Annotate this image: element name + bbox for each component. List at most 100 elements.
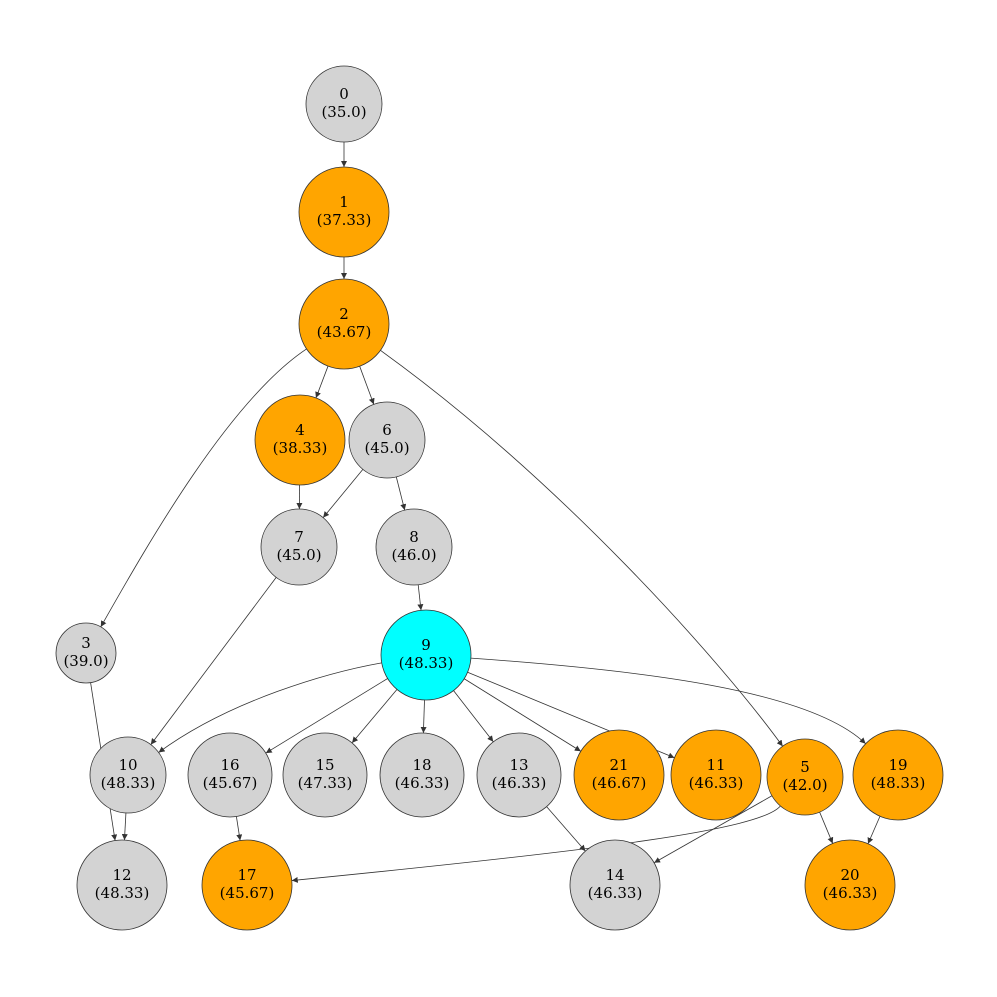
node-8[interactable]: 8(46.0) [375,508,453,586]
node-3[interactable]: 3(39.0) [55,622,117,684]
node-0[interactable]: 0(35.0) [305,65,383,143]
node-11-circle [670,729,762,821]
node-21[interactable]: 21(46.67) [573,729,665,821]
node-10-value: (48.33) [101,774,156,792]
node-13[interactable]: 13(46.33) [476,732,562,818]
node-1-value: (37.33) [317,211,372,229]
node-4-id: 4 [295,421,305,439]
edge-9-to-19 [470,657,866,745]
edge-10-to-12 [121,812,128,841]
node-10-circle [89,736,167,814]
node-6[interactable]: 6(45.0) [348,401,426,479]
node-13-value: (46.33) [492,774,547,792]
node-12-id: 12 [112,866,131,884]
node-0-value: (35.0) [321,103,366,121]
node-17-value: (45.67) [220,884,275,902]
node-11-value: (46.33) [689,774,744,792]
edge-9-to-16 [265,678,388,754]
node-16-value: (45.67) [203,774,258,792]
node-16[interactable]: 16(45.67) [187,732,273,818]
node-13-circle [476,732,562,818]
node-9[interactable]: 9(48.33) [380,609,472,701]
edge-5-to-17 [291,805,781,883]
node-2-id: 2 [339,305,349,323]
edge-13-to-14 [546,806,586,852]
edge-9-to-15 [351,689,398,744]
node-7-circle [260,508,338,586]
node-9-value: (48.33) [399,654,454,672]
node-7[interactable]: 7(45.0) [260,508,338,586]
node-2-value: (43.67) [317,323,372,341]
node-20-value: (46.33) [823,884,878,902]
edge-6-to-8 [395,476,407,511]
node-17-circle [201,839,293,931]
node-21-id: 21 [609,756,628,774]
edge-2-to-6 [359,366,375,405]
edge-6-to-7 [322,469,364,518]
node-14-value: (46.33) [588,884,643,902]
node-15-id: 15 [315,756,334,774]
node-15-circle [282,732,368,818]
node-20[interactable]: 20(46.33) [804,839,896,931]
node-19[interactable]: 19(48.33) [852,729,944,821]
node-3-value: (39.0) [63,652,108,670]
node-20-circle [804,839,896,931]
edge-2-to-3 [100,348,307,628]
node-11-id: 11 [706,756,725,774]
node-11[interactable]: 11(46.33) [670,729,762,821]
node-9-circle [380,609,472,701]
node-5-value: (42.0) [782,776,827,794]
node-4[interactable]: 4(38.33) [254,394,346,486]
node-6-circle [348,401,426,479]
node-19-id: 19 [888,756,907,774]
edge-5-to-20 [819,811,834,844]
edge-9-to-10 [158,662,382,753]
node-20-id: 20 [840,866,859,884]
node-6-id: 6 [382,421,392,439]
node-12-circle [76,839,168,931]
node-21-circle [573,729,665,821]
node-5[interactable]: 5(42.0) [766,738,844,816]
node-16-circle [187,732,273,818]
edge-7-to-10 [150,577,277,745]
node-2[interactable]: 2(43.67) [298,278,390,370]
node-1[interactable]: 1(37.33) [298,166,390,258]
node-17[interactable]: 17(45.67) [201,839,293,931]
node-7-value: (45.0) [276,546,321,564]
node-19-circle [852,729,944,821]
node-4-circle [254,394,346,486]
node-8-circle [375,508,453,586]
node-12-value: (48.33) [95,884,150,902]
edge-8-to-9 [417,584,424,611]
node-1-circle [298,166,390,258]
node-10[interactable]: 10(48.33) [89,736,167,814]
node-14[interactable]: 14(46.33) [569,839,661,931]
edge-19-to-20 [867,816,881,844]
node-15[interactable]: 15(47.33) [282,732,368,818]
node-8-id: 8 [409,528,419,546]
nodes-layer: 0(35.0)1(37.33)2(43.67)3(39.0)4(38.33)5(… [55,65,944,931]
node-15-value: (47.33) [298,774,353,792]
node-1-id: 1 [339,193,349,211]
node-7-id: 7 [294,528,304,546]
node-5-circle [766,738,844,816]
node-10-id: 10 [118,756,137,774]
node-18-id: 18 [412,756,431,774]
node-6-value: (45.0) [364,439,409,457]
node-3-circle [55,622,117,684]
edge-2-to-5 [380,350,783,747]
node-0-circle [305,65,383,143]
node-21-value: (46.67) [592,774,647,792]
node-12[interactable]: 12(48.33) [76,839,168,931]
node-5-id: 5 [800,758,810,776]
edge-9-to-21 [464,678,581,752]
node-18-value: (46.33) [395,774,450,792]
edge-9-to-18 [420,699,427,734]
node-18-circle [379,732,465,818]
node-8-value: (46.0) [391,546,436,564]
node-18[interactable]: 18(46.33) [379,732,465,818]
node-9-id: 9 [421,636,431,654]
edge-9-to-13 [453,690,494,743]
node-14-id: 14 [605,866,624,884]
